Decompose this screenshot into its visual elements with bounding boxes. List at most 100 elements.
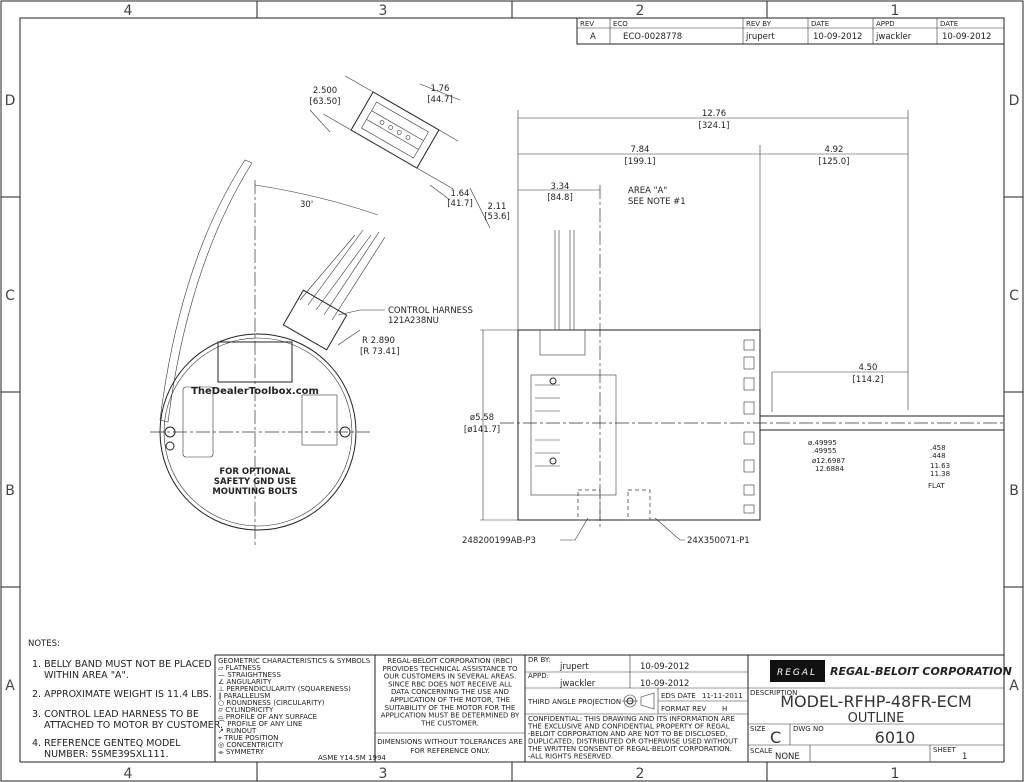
tolerance-note: FOR REFERENCE ONLY. — [410, 747, 489, 755]
scale-value: NONE — [775, 752, 800, 762]
confidential-line: -ALL RIGHTS RESERVED. — [528, 753, 613, 761]
harness-label: CONTROL HARNESS — [388, 306, 473, 316]
confidential-line: CONFIDENTIAL: THIS DRAWING AND ITS INFOR… — [528, 715, 735, 723]
flat-dim: .448 — [930, 452, 946, 460]
radius-mm: [R 73.41] — [360, 347, 400, 357]
disclaimer-line: SUITABILITY OF THE MOTOR FOR THE — [385, 704, 516, 712]
disclaimer-line: DATA CONCERNING THE USE AND — [391, 688, 509, 696]
eco-cell: ECO-0028778 — [623, 32, 682, 42]
nameplate — [217, 341, 293, 383]
ground-note: MOUNTING BOLTS — [212, 487, 297, 497]
harness-angle: 30' — [300, 200, 313, 210]
connector-width-mm: [44.7] — [427, 95, 453, 105]
zone-col: 1 — [891, 3, 900, 19]
confidential-line: -BELOIT CORPORATION AND ARE NOT TO BE DI… — [528, 730, 727, 738]
motor-diameter-mm: [ø141.7] — [464, 425, 500, 435]
zone-row: C — [1009, 288, 1019, 304]
rev-cell: A — [590, 32, 596, 42]
shaft-extension-mm: [125.0] — [819, 157, 850, 167]
flat-length-dim: 4.50 — [859, 363, 878, 373]
date-cell: 10-09-2012 — [942, 32, 991, 42]
part-number-right: 24X350071-P1 — [687, 536, 750, 546]
zone-row: A — [1009, 678, 1019, 694]
gdt-symbol-item: ⌖ TRUE POSITION — [218, 734, 278, 742]
gdt-symbol-item: ∥ PARALLELISM — [218, 692, 270, 700]
connector-width-dim: 1.76 — [431, 84, 450, 94]
disclaimer-line: SINCE RBC DOES NOT RECEIVE ALL — [388, 680, 512, 688]
eds-date: 11-11-2011 — [702, 692, 743, 700]
shaft-diameter: .49955 — [812, 447, 837, 455]
date-header: DATE — [811, 20, 829, 28]
ground-note: SAFETY GND USE — [214, 477, 296, 487]
eco-header: ECO — [613, 20, 628, 28]
shaft-extension-dim: 4.92 — [825, 145, 844, 155]
company-name: REGAL-BELOIT CORPORATION — [830, 665, 1012, 678]
overall-length-mm: [324.1] — [699, 121, 730, 131]
connector-height-dim: 2.500 — [313, 86, 337, 96]
note-item: 2. APPROXIMATE WEIGHT IS 11.4 LBS. — [32, 689, 212, 700]
drawing-description: OUTLINE — [848, 711, 905, 726]
flat-label: FLAT — [928, 482, 945, 490]
format-rev-label: FORMAT REV — [661, 705, 706, 713]
revision-table: REV ECO REV BY DATE APPD DATE A ECO-0028… — [576, 17, 1005, 45]
inner-border — [19, 17, 1005, 763]
ground-lead — [159, 159, 253, 423]
gdt-symbol-item: ⌓ PROFILE OF ANY SURFACE — [218, 713, 317, 721]
body-length-dim: 7.84 — [631, 145, 650, 155]
body-length-mm: [199.1] — [625, 157, 656, 167]
sheet-label: SHEET — [933, 746, 957, 754]
disclaimer-block: REGAL-BELOIT CORPORATION (RBC)PROVIDES T… — [374, 654, 526, 763]
zone-col: 1 — [891, 766, 900, 782]
connector-inner-mm: [41.7] — [447, 199, 473, 209]
gdt-symbol-item: ⌯ SYMMETRY — [218, 748, 265, 756]
rev-header: REV — [580, 20, 594, 28]
zone-row: D — [5, 93, 16, 109]
zone-col: 4 — [124, 766, 133, 782]
motor-diameter-dim: ø5.58 — [470, 413, 494, 423]
eds-date-label: EDS DATE — [661, 692, 696, 700]
disclaimer-line: OUR CUSTOMERS IN SEVERAL AREAS. — [384, 673, 517, 681]
zone-row: A — [5, 678, 15, 694]
notes-block: NOTES: 1. BELLY BAND MUST NOT BE PLACED … — [28, 639, 223, 760]
motor-side-view — [480, 110, 1005, 541]
zone-row: B — [1009, 483, 1019, 499]
motor-end-view — [150, 159, 386, 545]
area-a-dim: 3.34 — [551, 182, 570, 192]
area-a-note: AREA "A" — [628, 186, 667, 196]
drawing-description: MODEL-RFHP-48FR-ECM — [780, 692, 972, 711]
dr-date: 10-09-2012 — [640, 662, 689, 672]
connector-outer-mm: [53.6] — [484, 212, 510, 222]
zone-col: 2 — [636, 3, 645, 19]
size-value: C — [770, 728, 781, 747]
rev-by-cell: jrupert — [745, 32, 775, 42]
note-item: 4. REFERENCE GENTEQ MODEL — [32, 738, 181, 749]
appd-value: jwackler — [559, 679, 596, 689]
gdt-symbol-item: ↗ RUNOUT — [218, 727, 257, 735]
tolerance-note: DIMENSIONS WITHOUT TOLERANCES ARE — [377, 738, 523, 746]
gdt-symbol-item: — STRAIGHTNESS — [218, 671, 281, 679]
format-rev: H — [722, 705, 727, 713]
logo-text: REGAL — [777, 668, 817, 678]
flat-mm: 11.63 — [930, 462, 950, 470]
zone-col: 3 — [379, 766, 388, 782]
zone-col: 2 — [636, 766, 645, 782]
part-number-left: 248200199AB-P3 — [462, 536, 536, 546]
shaft-diameter-mm: ø12.6987 — [812, 457, 845, 465]
flat-length-mm: [114.2] — [853, 375, 884, 385]
harness-wires — [299, 229, 386, 321]
zone-col: 4 — [124, 3, 133, 19]
ground-note: FOR OPTIONAL — [219, 467, 291, 477]
drawing-number: 6010 — [875, 728, 916, 747]
connector-height-mm: [63.50] — [310, 97, 341, 107]
shaft-diameter: ø.49995 — [808, 439, 837, 447]
note-item: 3. CONTROL LEAD HARNESS TO BE — [32, 709, 199, 720]
disclaimer-line: REGAL-BELOIT CORPORATION (RBC) — [387, 657, 513, 665]
gdt-symbol-item: ⊥ PERPENDICULARITY (SQUARENESS) — [218, 685, 351, 693]
gdt-symbol-item: ⌒ PROFILE OF ANY LINE — [218, 720, 302, 728]
confidential-line: THE WRITTEN CONSENT OF REGAL-BELOIT CORP… — [527, 745, 732, 753]
disclaimer-line: THE CUSTOMER. — [420, 719, 479, 727]
disclaimer-line: APPLICATION MUST BE DETERMINED BY — [381, 712, 520, 720]
zone-row: D — [1009, 93, 1020, 109]
